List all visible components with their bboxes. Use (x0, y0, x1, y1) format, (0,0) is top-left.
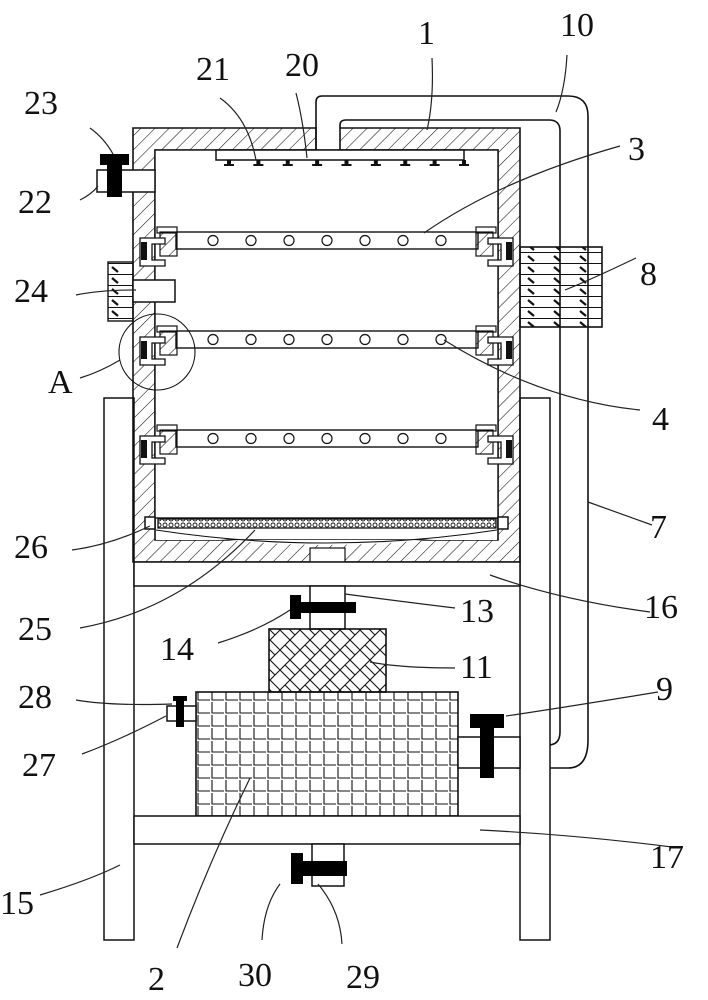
label-3: 3 (628, 131, 645, 168)
tray-hole (397, 432, 409, 445)
side-block-left (107, 261, 176, 322)
tray-hole (435, 432, 447, 445)
pump (268, 628, 387, 693)
tray-hole (397, 234, 409, 247)
tank-outlet (457, 714, 521, 778)
slider-bracket-left (139, 226, 178, 267)
nozzle (282, 160, 293, 166)
side-block-right (519, 246, 603, 328)
drain-pipe (290, 585, 356, 630)
detail-circle-a (118, 313, 196, 391)
tray-hole (359, 234, 371, 247)
nozzle (341, 160, 352, 166)
label-14: 14 (160, 631, 194, 668)
label-10: 10 (560, 7, 594, 44)
slider-bracket-right (475, 325, 514, 366)
tray-hole (321, 432, 333, 445)
label-7: 7 (650, 509, 667, 546)
water-pipe-10 (315, 95, 589, 769)
label-1: 1 (418, 15, 435, 52)
label-15: 15 (0, 885, 34, 922)
tray-hole (283, 333, 295, 346)
tray-hole (283, 432, 295, 445)
tray-hole (207, 333, 219, 346)
part-labels: 1 10 21 20 23 22 3 24 8 A 4 7 26 25 16 1… (0, 7, 684, 998)
spray-pipe (215, 149, 469, 166)
nozzle (400, 160, 411, 166)
label-8: 8 (640, 256, 657, 293)
slider-bracket-left (139, 424, 178, 465)
tray (139, 424, 514, 465)
tray-hole (359, 333, 371, 346)
tray-hole (397, 333, 409, 346)
tray-hole (245, 234, 257, 247)
water-tank (195, 691, 459, 817)
label-22: 22 (18, 184, 52, 221)
support-leg-left (103, 397, 135, 941)
tray-hole (321, 234, 333, 247)
label-20: 20 (285, 47, 319, 84)
label-a: A (48, 364, 73, 401)
clamp-block-right (497, 516, 509, 530)
lower-cross-plate (133, 815, 521, 845)
slider-bracket-right (475, 226, 514, 267)
nozzle (429, 160, 440, 166)
label-27: 27 (22, 747, 56, 784)
support-leg-right (519, 397, 551, 941)
tray-hole (207, 234, 219, 247)
label-28: 28 (18, 679, 52, 716)
label-29: 29 (346, 959, 380, 996)
filter-screen (144, 516, 509, 530)
tray (139, 325, 514, 366)
label-26: 26 (14, 529, 48, 566)
label-13: 13 (460, 593, 494, 630)
tray-hole (435, 234, 447, 247)
inlet-pipe-top (96, 154, 156, 197)
label-4: 4 (652, 401, 669, 438)
tray-hole (435, 333, 447, 346)
nozzle (370, 160, 381, 166)
nozzle (224, 160, 234, 166)
label-30: 30 (238, 957, 272, 994)
label-21: 21 (196, 51, 230, 88)
label-2: 2 (148, 961, 165, 998)
label-24: 24 (14, 273, 48, 310)
tray-hole (283, 234, 295, 247)
clamp-block-left (144, 516, 156, 530)
upper-cross-plate (133, 561, 521, 587)
nozzle (459, 160, 469, 166)
tray-hole (245, 333, 257, 346)
label-17: 17 (650, 839, 684, 876)
tray (139, 226, 514, 267)
label-23: 23 (24, 85, 58, 122)
nozzle (312, 160, 323, 166)
tray-hole (245, 432, 257, 445)
label-11: 11 (460, 649, 493, 686)
label-9: 9 (656, 671, 673, 708)
label-25: 25 (18, 611, 52, 648)
trays (139, 226, 514, 465)
nozzle (253, 160, 264, 166)
tray-hole (321, 333, 333, 346)
tray-hole (359, 432, 371, 445)
outlet-pipe (291, 843, 347, 887)
slider-bracket-right (475, 424, 514, 465)
leader-lines (39, 54, 681, 949)
slider-bracket-left (139, 325, 178, 366)
tray-hole (207, 432, 219, 445)
inlet-pipe-tank (166, 696, 197, 727)
label-16: 16 (644, 589, 678, 626)
